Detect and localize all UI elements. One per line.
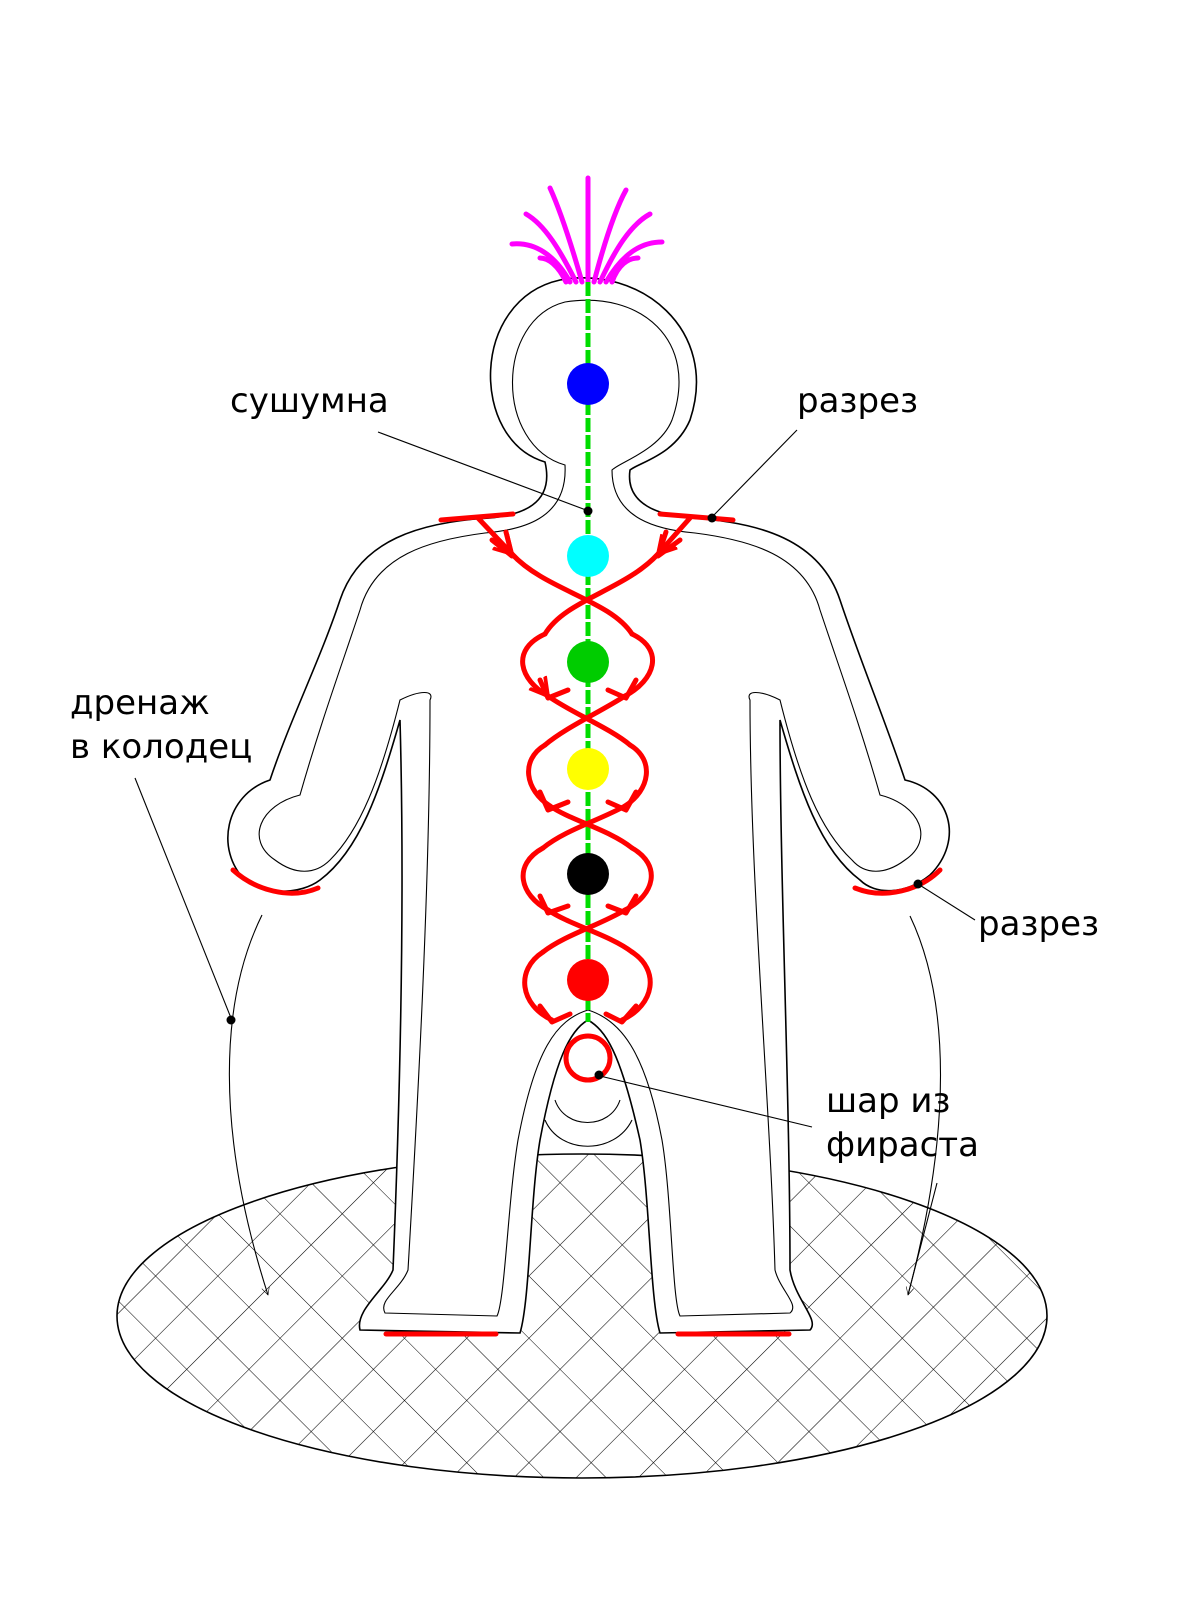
label-sushumna: сушумна bbox=[230, 381, 389, 421]
chakra-crown bbox=[567, 363, 609, 405]
drain-arrows bbox=[228, 914, 942, 1295]
leader-lines bbox=[134, 429, 976, 1128]
body-inner-outline bbox=[258, 299, 922, 1317]
label-cut-right: разрез bbox=[978, 904, 1099, 944]
energy-flow-lines bbox=[230, 511, 943, 1337]
chakra-solar bbox=[567, 748, 609, 790]
chakra-heart bbox=[567, 641, 609, 683]
firast-ball bbox=[563, 1033, 613, 1083]
crown-rays bbox=[509, 175, 665, 285]
chakra-sacral bbox=[567, 853, 609, 895]
chakras bbox=[567, 363, 609, 1001]
well-ground bbox=[116, 1153, 1048, 1479]
label-ball-line1: шар из bbox=[826, 1081, 951, 1121]
chakra-root bbox=[567, 959, 609, 1001]
label-drain-line1: дренаж bbox=[70, 683, 210, 723]
label-drain-line2: в колодец bbox=[70, 727, 252, 767]
chakra-throat bbox=[567, 535, 609, 577]
label-ball-line2: фираста bbox=[826, 1125, 979, 1165]
crotch-arcs bbox=[544, 1099, 633, 1147]
label-cut-top: разрез bbox=[797, 381, 918, 421]
